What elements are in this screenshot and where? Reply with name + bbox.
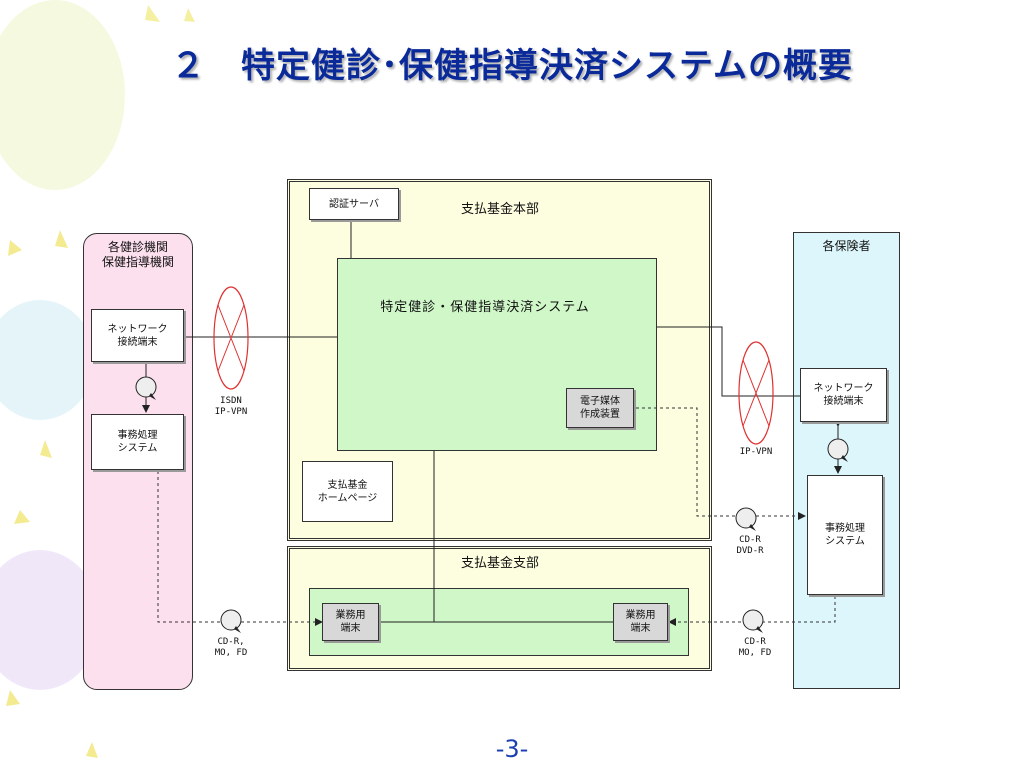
left-network-terminal: ネットワーク 接続端末 xyxy=(91,309,184,362)
disc-icon-left-media xyxy=(220,609,242,633)
right-network-terminal: ネットワーク 接続端末 xyxy=(800,368,887,422)
left-network-label: ISDN IP-VPN xyxy=(214,396,248,417)
ipvpn-network-symbol xyxy=(738,341,774,445)
page-number: -3- xyxy=(495,735,529,763)
disc-icon-right-terminal xyxy=(827,438,849,462)
media-creation-device: 電子媒体 作成装置 xyxy=(566,388,634,428)
main-system-label: 特定健診・保健指導決済システム xyxy=(380,300,590,315)
branch-terminal-right: 業務用 端末 xyxy=(613,603,668,641)
disc-icon-right-media xyxy=(742,609,764,633)
left-org-label: 各健診機関 保健指導機関 xyxy=(101,240,174,269)
branch-terminal-left: 業務用 端末 xyxy=(322,603,379,641)
hq-label: 支払基金本部 xyxy=(460,202,539,217)
left-office-system: 事務処理 システム xyxy=(91,414,184,470)
branch-label: 支払基金支部 xyxy=(460,556,539,571)
homepage-box: 支払基金 ホームページ xyxy=(302,461,393,522)
right-org-label: 各保険者 xyxy=(822,239,871,253)
right-media-label: CD-R MO, FD xyxy=(738,637,772,658)
hq-media-label: CD-R DVD-R xyxy=(736,535,764,556)
auth-server: 認証サーバ xyxy=(309,188,399,220)
disc-icon-hq-media xyxy=(735,507,757,531)
disc-icon-left-terminal xyxy=(135,376,157,400)
left-media-label: CD-R, MO, FD xyxy=(214,637,248,658)
right-office-system: 事務処理 システム xyxy=(807,475,883,595)
page-title: ２ 特定健診･保健指導決済システムの概要 xyxy=(171,46,853,86)
isdn-network-symbol xyxy=(213,286,249,390)
right-network-label: IP-VPN xyxy=(739,447,773,457)
